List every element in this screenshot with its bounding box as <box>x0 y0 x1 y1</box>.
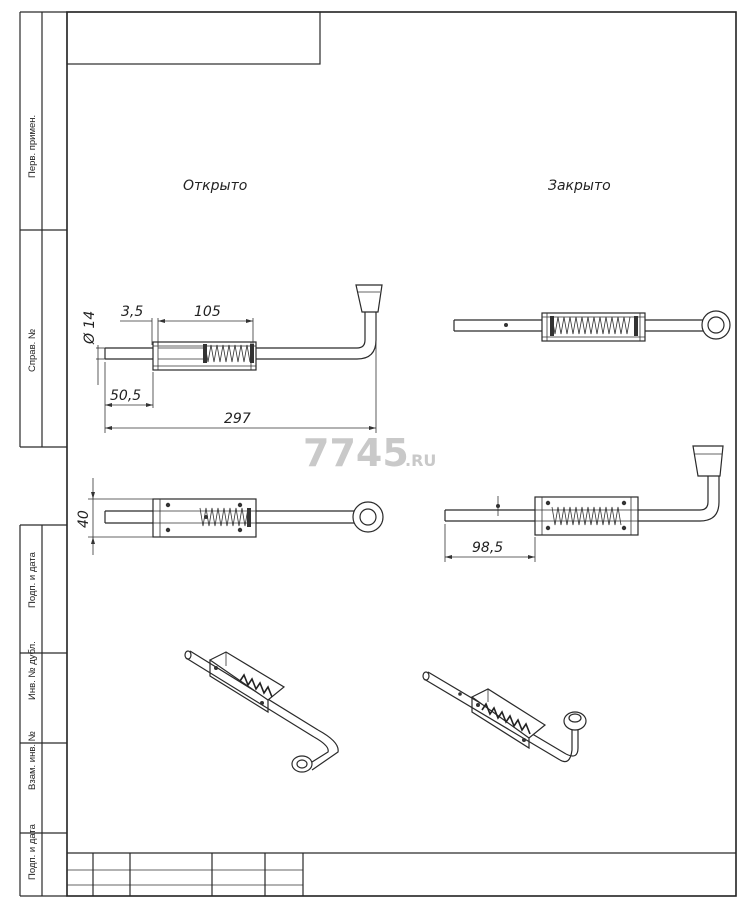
stamp-vzam-inv: Взам. инв. № <box>27 731 38 790</box>
stamp-sprav-no: Справ. № <box>27 329 38 372</box>
closed-top-view <box>444 445 724 536</box>
open-view-label: Открыто <box>183 178 247 194</box>
closed-isometric-view <box>422 671 587 763</box>
dim-height: 40 <box>76 510 92 528</box>
watermark: 7745 .RU <box>303 431 436 475</box>
open-front-dimensions <box>96 315 377 433</box>
stamp-podp-data-1: Подп. и дата <box>27 551 38 608</box>
closed-view-label: Закрыто <box>548 178 611 194</box>
closed-front-view <box>453 310 731 342</box>
stamp-inv-dubl: Инв. № дубл. <box>27 641 38 700</box>
dim-diameter: Ø 14 <box>82 311 98 345</box>
dim-spring-length: 105 <box>194 304 221 320</box>
closed-top-dimensions <box>444 496 536 562</box>
open-top-view <box>104 498 384 538</box>
svg-text:7745: 7745 <box>303 431 409 475</box>
sheet-frame <box>19 11 737 897</box>
dim-end-length: 50,5 <box>110 388 141 404</box>
stamp-podp-data-2: Подп. и дата <box>27 823 38 880</box>
stamp-perv-primen: Перв. примен. <box>27 115 38 178</box>
dim-total-length: 297 <box>224 411 251 427</box>
dim-offset: 3,5 <box>121 304 143 320</box>
dim-closed-offset: 98,5 <box>472 540 503 556</box>
top-title-box <box>66 11 321 65</box>
open-top-dimensions <box>88 478 153 555</box>
open-isometric-view <box>184 650 339 773</box>
open-front-view <box>104 284 383 371</box>
svg-text:.RU: .RU <box>405 451 436 470</box>
